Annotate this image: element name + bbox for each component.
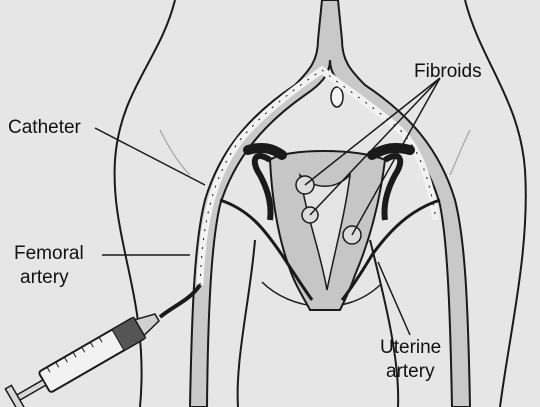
- fibroids-label: Fibroids: [414, 60, 482, 83]
- catheter-label: Catheter: [8, 116, 81, 139]
- uterine-artery-label-line2: artery: [386, 360, 435, 383]
- navel: [331, 87, 343, 107]
- femoral-artery-label-line1: Femoral: [14, 242, 84, 265]
- uterine-artery-label-line1: Uterine: [380, 336, 441, 359]
- femoral-artery-label-line2: artery: [20, 266, 69, 289]
